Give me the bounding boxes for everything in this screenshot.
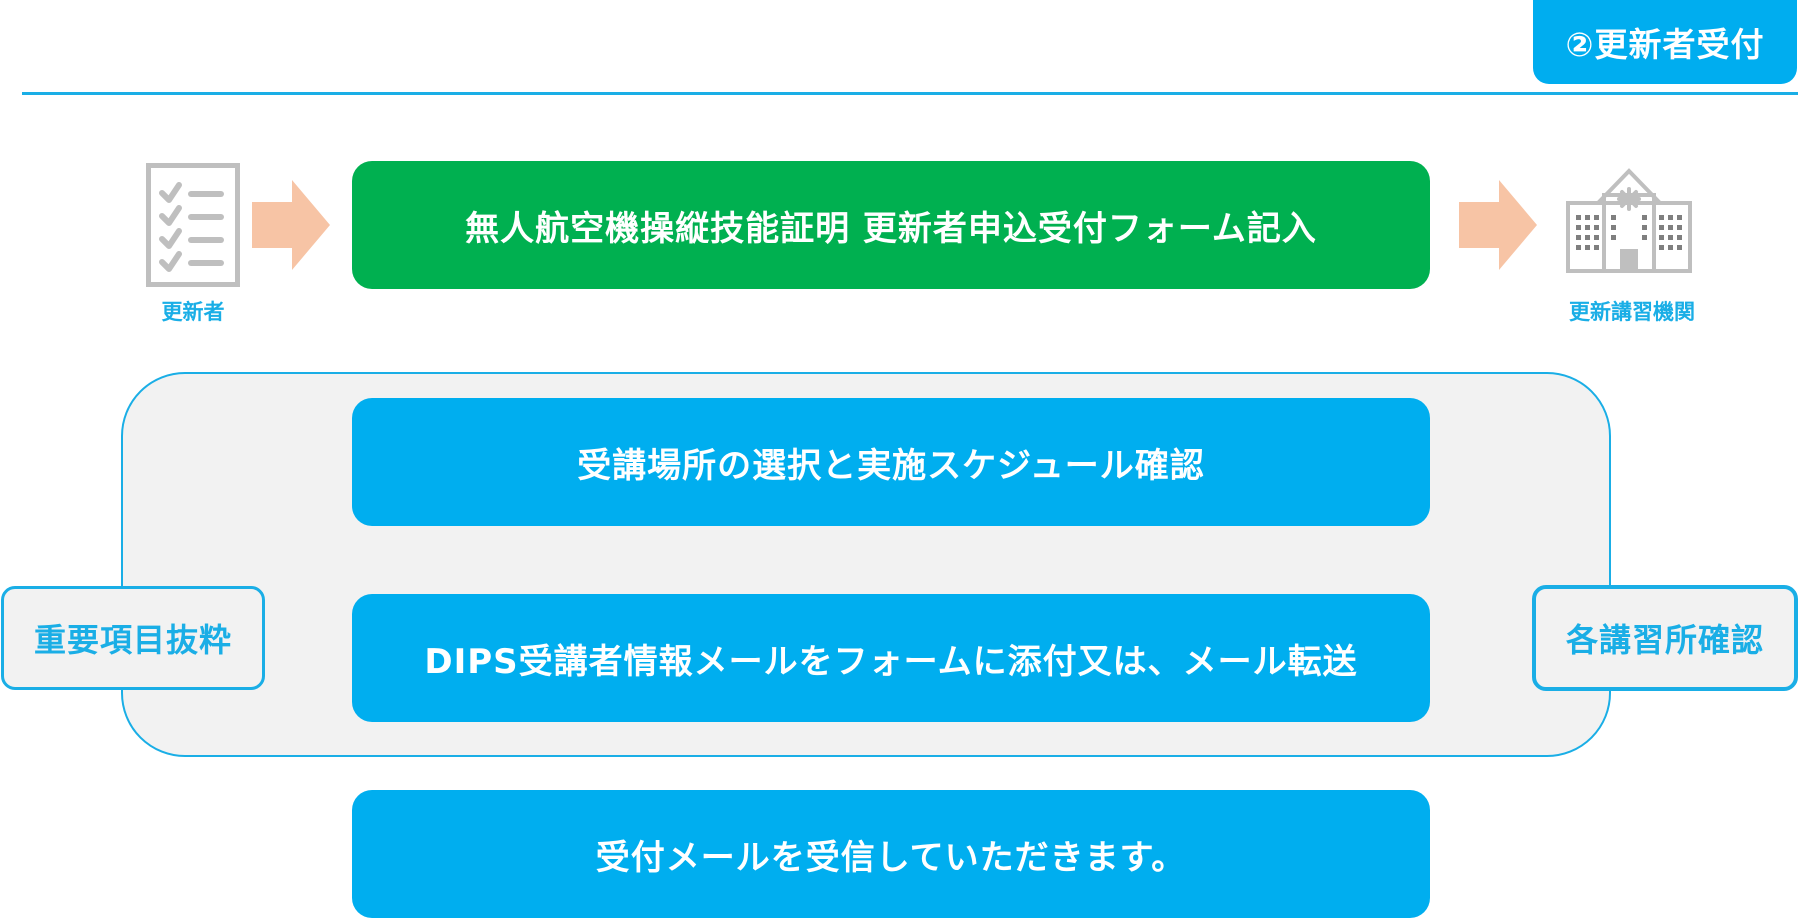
actor-label-applicant: 更新者	[161, 300, 225, 324]
step-receive-mail: 受付メールを受信していただきます。	[352, 790, 1430, 918]
step-schedule-check: 受講場所の選択と実施スケジュール確認	[352, 398, 1430, 526]
side-label-important-items: 重要項目抜粋	[1, 586, 265, 690]
side-label-school-check: 各講習所確認	[1532, 585, 1798, 691]
arrow-right-icon	[1459, 180, 1537, 270]
step-dips-mail: DIPS受講者情報メールをフォームに添付又は、メール転送	[352, 594, 1430, 722]
actor-label-institution: 更新講習機関	[1569, 300, 1695, 324]
building-icon	[1566, 167, 1692, 273]
header-divider	[22, 92, 1798, 95]
page-badge: ②更新者受付	[1533, 0, 1797, 84]
checklist-icon	[146, 163, 240, 287]
step-form-entry: 無人航空機操縦技能証明 更新者申込受付フォーム記入	[352, 161, 1430, 289]
arrow-right-icon	[252, 180, 330, 270]
